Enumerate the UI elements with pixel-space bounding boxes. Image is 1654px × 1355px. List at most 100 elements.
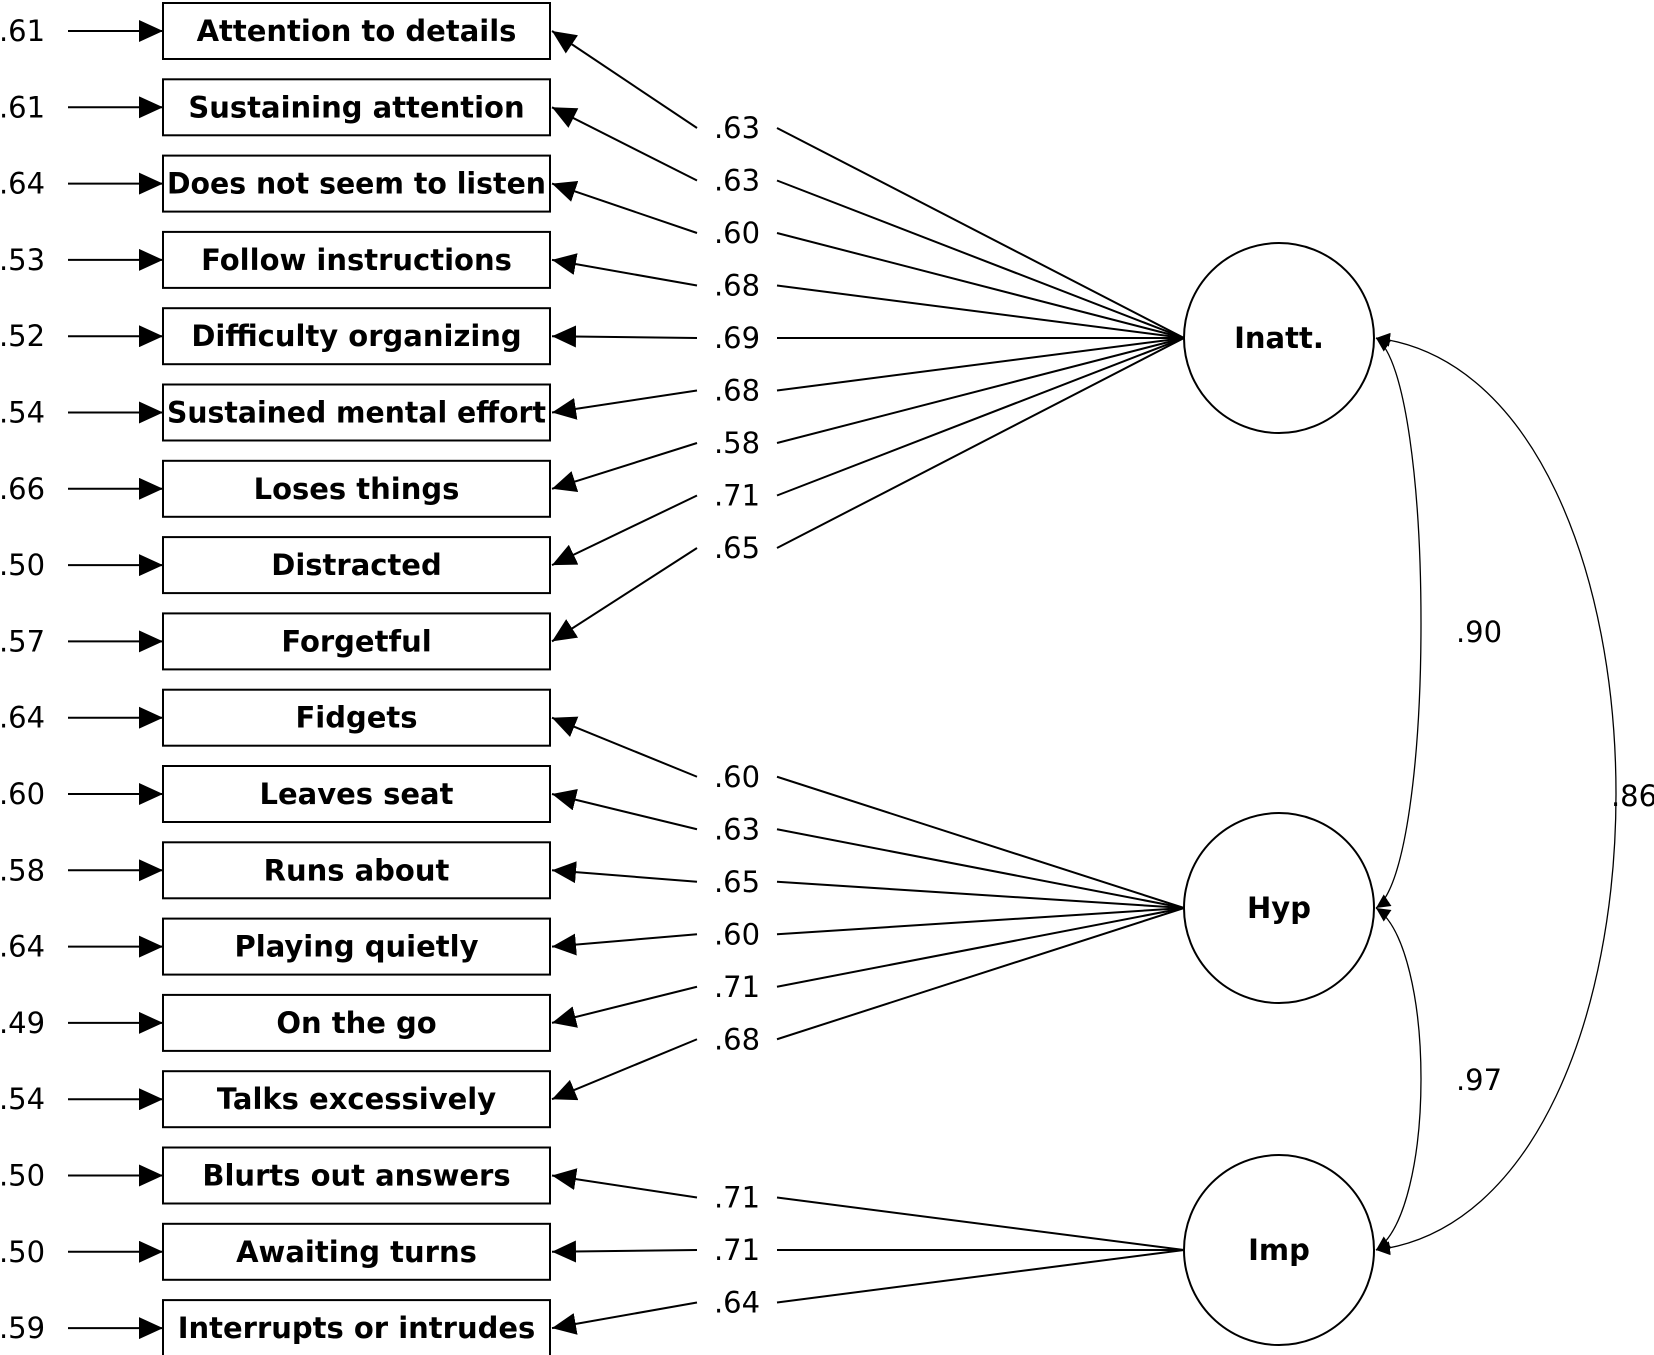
indicator-label: Awaiting turns	[236, 1235, 477, 1269]
loading-path	[776, 337, 1185, 549]
latent-imp	[1183, 1154, 1375, 1346]
error-variance-label: .64	[0, 701, 45, 735]
loading-label: .68	[714, 374, 760, 408]
loading-arrow	[551, 861, 698, 884]
correlation-path-inatt-hyp	[1375, 337, 1422, 909]
indicator-box-distracted	[162, 536, 551, 595]
loading-arrow	[551, 1038, 698, 1101]
latent-label-hyp: Hyp	[1247, 891, 1311, 925]
indicator-label: Does not seem to listen	[167, 167, 546, 201]
error-variance-label: .64	[0, 167, 45, 201]
loading-path	[776, 880, 1185, 909]
loading-label: .60	[714, 760, 760, 794]
loading-arrow	[551, 716, 698, 778]
loading-path	[776, 907, 1185, 936]
loading-label: .63	[714, 111, 760, 145]
error-variance-label: .49	[0, 1006, 45, 1040]
indicator-label: Blurts out answers	[202, 1159, 510, 1193]
indicator-box-blurts-out-answers	[162, 1146, 551, 1205]
error-variance-label: .57	[0, 624, 45, 658]
loading-label: .71	[714, 479, 760, 513]
loading-label: .65	[714, 531, 760, 565]
indicator-label: Sustaining attention	[188, 90, 524, 124]
loading-path	[776, 232, 1185, 339]
indicator-label: Distracted	[271, 548, 442, 582]
indicator-label: Playing quietly	[235, 930, 479, 964]
loading-arrow	[551, 106, 698, 182]
loading-path	[776, 775, 1185, 909]
indicator-box-loses-things	[162, 459, 551, 518]
loading-path	[776, 127, 1185, 339]
indicator-box-fidgets	[162, 688, 551, 747]
loading-label: .68	[714, 269, 760, 303]
loading-label: .71	[714, 1233, 760, 1267]
loading-path	[776, 1196, 1185, 1251]
indicator-label: Fidgets	[295, 701, 417, 735]
indicator-box-runs-about	[162, 841, 551, 900]
indicator-box-does-not-seem-to-listen	[162, 154, 551, 213]
indicator-label: Sustained mental effort	[167, 396, 546, 430]
error-variance-label: .50	[0, 548, 45, 582]
loading-arrow	[551, 494, 698, 567]
error-variance-label: .50	[0, 1159, 45, 1193]
latent-inatt	[1183, 242, 1375, 434]
indicator-box-awaiting-turns	[162, 1222, 551, 1281]
indicator-box-playing-quietly	[162, 917, 551, 976]
loading-path	[776, 284, 1185, 339]
loading-arrow	[551, 547, 698, 643]
loading-arrow	[551, 389, 698, 420]
error-variance-label: .54	[0, 396, 45, 430]
error-variance-label: .54	[0, 1082, 45, 1116]
indicator-label: Runs about	[264, 853, 450, 887]
correlation-label: .97	[1456, 1063, 1502, 1097]
loading-arrow	[551, 788, 698, 831]
loading-arrow	[551, 1240, 698, 1263]
error-variance-label: .50	[0, 1235, 45, 1269]
indicator-label: Interrupts or intrudes	[178, 1311, 536, 1345]
loading-path	[776, 907, 1185, 1041]
indicator-box-sustained-mental-effort	[162, 383, 551, 442]
latent-hyp	[1183, 812, 1375, 1004]
indicator-label: Leaves seat	[259, 777, 453, 811]
indicator-box-on-the-go	[162, 993, 551, 1052]
loading-path	[776, 337, 1185, 392]
loading-label: .64	[714, 1286, 760, 1320]
indicator-label: Follow instructions	[201, 243, 512, 277]
loading-arrow	[551, 933, 698, 956]
indicator-label: Talks excessively	[217, 1082, 496, 1116]
latent-label-imp: Imp	[1248, 1233, 1310, 1267]
loading-arrow	[551, 325, 698, 348]
latent-label-inatt: Inatt.	[1234, 321, 1324, 355]
indicator-label: Attention to details	[197, 14, 517, 48]
correlation-path-inatt-imp	[1375, 332, 1617, 1256]
loading-path	[776, 337, 1185, 444]
correlation-path-hyp-imp	[1375, 907, 1422, 1251]
indicator-label: Difficulty organizing	[191, 319, 521, 353]
loading-label: .69	[714, 321, 760, 355]
loading-label: .60	[714, 216, 760, 250]
indicator-label: Loses things	[254, 472, 460, 506]
indicator-box-talks-excessively	[162, 1070, 551, 1129]
loading-path	[776, 1249, 1185, 1304]
error-variance-label: .58	[0, 853, 45, 887]
indicator-box-sustaining-attention	[162, 78, 551, 137]
loading-arrow	[551, 180, 698, 234]
error-variance-label: .60	[0, 777, 45, 811]
loading-path	[776, 337, 1185, 497]
loading-label: .68	[714, 1022, 760, 1056]
error-variance-label: .64	[0, 930, 45, 964]
indicator-box-forgetful	[162, 612, 551, 671]
error-variance-label: .61	[0, 14, 45, 48]
indicator-box-follow-instructions	[162, 230, 551, 289]
loading-label: .60	[714, 917, 760, 951]
indicator-label: Forgetful	[281, 624, 431, 658]
correlation-label: .90	[1456, 615, 1502, 649]
loading-label: .63	[714, 812, 760, 846]
error-variance-label: .61	[0, 90, 45, 124]
error-variance-label: .59	[0, 1311, 45, 1345]
loading-arrow	[551, 985, 698, 1028]
loading-path	[776, 179, 1185, 339]
error-variance-label: .66	[0, 472, 45, 506]
indicator-label: On the go	[276, 1006, 436, 1040]
